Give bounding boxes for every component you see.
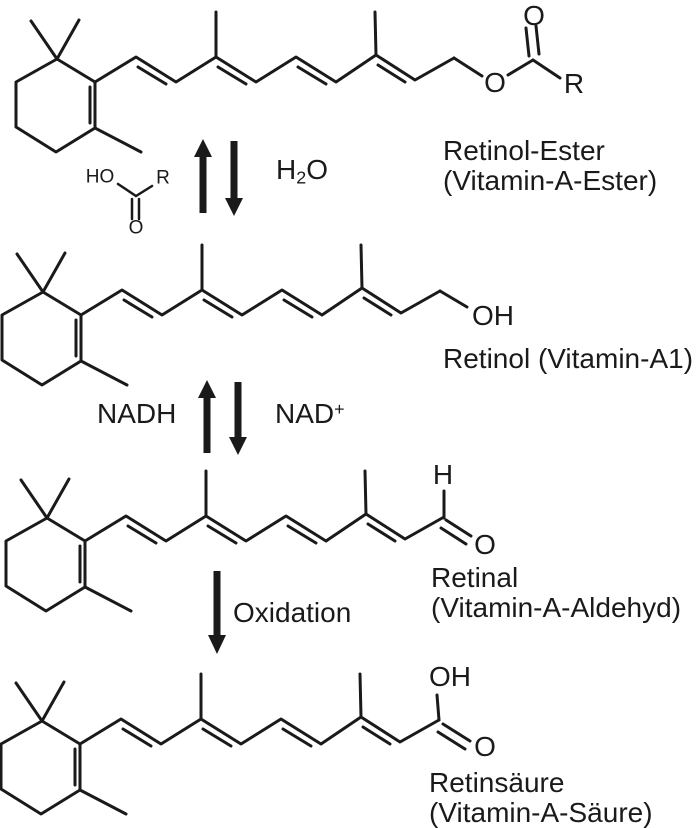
retinol-name: Retinol (Vitamin-A1) <box>443 344 693 374</box>
arrow-up-icon <box>198 380 216 453</box>
oxidation-label: Oxidation <box>233 597 352 628</box>
retinol-structure <box>0 243 469 387</box>
nadh-label: NADH <box>97 398 177 429</box>
retinal-aldehyde-oxygen-label: O <box>474 529 496 560</box>
fatty-acid-fragment <box>116 182 154 221</box>
ester-r-group-label: R <box>563 68 585 99</box>
ester-carbonyl-oxygen-label: O <box>523 0 545 31</box>
arrow-down-icon <box>208 571 226 654</box>
retinal-name: Retinal (Vitamin-A-Aldehyd) <box>431 563 681 623</box>
acid-carbonyl-oxygen-label: O <box>474 731 496 762</box>
water-label: H2O <box>276 154 328 188</box>
retinal-aldehyde-h-label: H <box>432 459 454 490</box>
name-line: Retinsäure <box>429 767 565 798</box>
arrow-down-icon <box>229 382 247 455</box>
arrow-up-icon <box>194 139 212 213</box>
fragment-ho-label: HO <box>85 166 115 188</box>
retinol-ester-structure <box>14 10 562 154</box>
name-line: (Vitamin-A-Ester) <box>443 165 658 196</box>
retinol-ester-name: Retinol-Ester (Vitamin-A-Ester) <box>443 136 657 196</box>
fragment-r-label: R <box>156 167 170 189</box>
retinol-hydroxyl-label: OH <box>472 300 514 331</box>
retinoic-acid-structure <box>0 672 472 816</box>
equilibrium-arrows-redox <box>198 380 247 455</box>
oxidation-arrow <box>208 571 226 654</box>
name-line: Retinal <box>431 562 519 593</box>
name-line: Retinol-Ester <box>443 135 605 166</box>
name-line: Retinol (Vitamin-A1) <box>443 343 694 374</box>
ester-bridge-oxygen-label: O <box>484 67 506 98</box>
fragment-o-label: O <box>128 217 144 239</box>
arrow-down-icon <box>225 141 243 216</box>
acid-hydroxyl-label: OH <box>429 661 471 692</box>
retinoic-acid-name: Retinsäure (Vitamin-A-Säure) <box>429 768 653 828</box>
retinal-structure <box>4 469 473 613</box>
name-line: (Vitamin-A-Aldehyd) <box>431 592 682 623</box>
name-line: (Vitamin-A-Säure) <box>429 797 653 828</box>
equilibrium-arrows-hydrolysis <box>194 139 243 216</box>
nad-plus-label: NAD+ <box>275 398 345 429</box>
